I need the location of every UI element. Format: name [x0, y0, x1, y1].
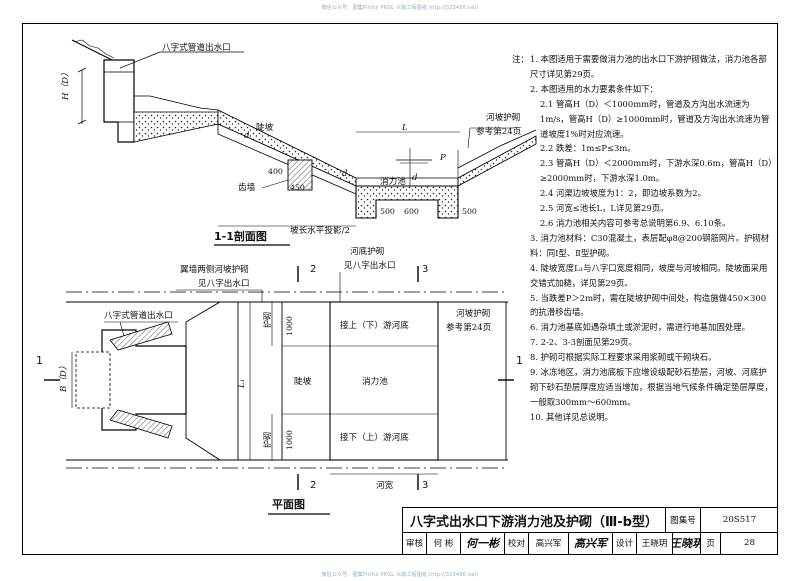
check-label: 校对	[504, 532, 528, 554]
label-d1: d	[412, 173, 418, 183]
review-signature: 何一彬	[460, 532, 504, 554]
atlas-number: 20S517	[700, 508, 778, 532]
sec3-bot: 3	[422, 480, 428, 491]
label-bd: B（D）	[58, 362, 69, 393]
label-river-protect-ref: 参考第24页	[476, 125, 522, 137]
sec1-right: 1	[516, 354, 523, 367]
note-item: 2.4 河渠边坡坡度为1：2，即边坡系数为2。	[540, 188, 706, 199]
drawing-title: 八字式出水口下游消力池及护砌（Ⅲ-b型）	[402, 508, 665, 532]
watermark-bottom: 微信公众号：图集PinYul PKGL 众赋工程图纸 http://323486…	[321, 572, 479, 578]
label-plan-pool: 消力池	[362, 375, 388, 387]
note-item: 8. 护砌可根据实际工程要求采用浆砌或干砌块石。	[530, 352, 717, 363]
note-item: 2.3 管高H（D）＜2000mm时，下游水深0.6m，管高H（D）≥2000m…	[540, 158, 773, 184]
note-item: 2. 本图适用的水力要素条件如下：	[530, 83, 658, 94]
review-label: 审核	[402, 532, 426, 554]
design-signature: 王晓玥	[672, 532, 700, 554]
label-river-bottom: 河底护砌	[350, 245, 384, 257]
check-name: 高兴军	[528, 532, 568, 554]
note-item: 2.2 跌差：1m≤P≤3m。	[540, 143, 636, 154]
design-label: 设计	[612, 532, 636, 554]
label-l1: L₁	[237, 379, 247, 389]
label-plan-slope: 陡坡	[294, 375, 312, 387]
design-name: 王晓玥	[636, 532, 672, 554]
sec3-top: 3	[422, 264, 428, 275]
label-plan-river-protect: 河坡护砌	[456, 307, 490, 319]
label-see-outlet2: 见八字出水口	[198, 277, 250, 289]
page-label: 页	[700, 532, 720, 554]
label-d3: d	[342, 169, 348, 179]
note-item: 10. 其他详见总说明。	[530, 411, 613, 422]
dim-1000b: 1000	[285, 430, 294, 450]
label-outlet: 八字式管道出水口	[162, 41, 231, 53]
notes-list: 1. 本图适用于需要做消力池的出水口下游护砌做法，消力池各部尺寸详见第29页。 2…	[512, 52, 774, 425]
label-P: P	[439, 153, 446, 163]
note-item: 2.5 河宽≤池长L，L详见第29页。	[540, 203, 669, 214]
drawing-frame	[22, 23, 778, 555]
plan-title: 平面图	[272, 498, 305, 511]
note-item: 9. 冰冻地区，消力池底板下应增设级配砂石垫层，河坡、河底护砌下砂石垫层厚度应适…	[530, 367, 773, 407]
note-item: 6. 消力池基底如遇杂填土或淤泥时，需进行地基加固处理。	[530, 322, 751, 333]
section-title: 1-1剖面图	[214, 229, 267, 243]
slope-lining	[217, 109, 357, 187]
note-item: 3. 消力池材料：C30混凝土，表层配φ8@200钢筋网片。护砌材料：同Ⅰ型、Ⅱ…	[530, 232, 770, 258]
dim-500a: 500	[380, 207, 395, 216]
dim-1000a: 1000	[285, 316, 294, 336]
note-item: 2.1 管高H（D）＜1000mm时，管道及方沟出水流速为1m/s，管高H（D）…	[540, 98, 770, 139]
label-hd: H（D）	[60, 68, 71, 101]
label-proj: 坡长水平投影/2	[290, 224, 350, 236]
label-L: L	[401, 123, 408, 133]
label-plan-river-protect-ref: 参考第24页	[446, 321, 492, 333]
sec2-top: 2	[310, 264, 316, 275]
label-slope: 陡坡	[256, 121, 274, 133]
atlas-label: 图集号	[665, 508, 700, 532]
label-river-width: 河宽	[376, 479, 394, 491]
note-item: 2.6 消力池相关内容可参考总说明第6.9、6.10条。	[540, 217, 731, 228]
label-protect-top: 护砌	[262, 312, 272, 328]
label-plan-outlet: 八字式管道出水口	[104, 309, 173, 321]
label-lower-river: 接下（上）游河底	[340, 431, 409, 443]
section-view: H（D） 八字式管道出水口 L P d d d 陡坡 消力池	[60, 39, 537, 246]
outlet-foundation	[133, 111, 219, 143]
label-river-protect: 河坡护砌	[486, 111, 520, 123]
river-slope-lining	[457, 135, 537, 187]
label-protect-bot: 护砌	[262, 432, 272, 448]
notes-label: 注：	[512, 54, 529, 64]
label-pool: 消力池	[380, 175, 406, 187]
toe-wall	[287, 159, 313, 191]
stilling-pool	[355, 185, 459, 219]
label-d2: d	[244, 131, 250, 141]
plan-view: 1 1 2 2 3 3 B（D） L₁ 护砌 1000 护砌 1000 接上（下…	[36, 245, 523, 515]
label-toe: 齿墙	[238, 181, 256, 193]
label-wing-wall: 翼墙两侧河坡护砌	[180, 263, 249, 275]
sec1-left: 1	[36, 354, 43, 367]
dim-600: 600	[404, 207, 419, 216]
label-upper-river: 接上（下）游河底	[340, 319, 409, 331]
dim-400: 400	[268, 167, 283, 176]
note-item: 1. 本图适用于需要做消力池的出水口下游护砌做法，消力池各部尺寸详见第29页。	[530, 54, 767, 79]
title-block: 八字式出水口下游消力池及护砌（Ⅲ-b型） 图集号 20S517 审核 何 彬 何…	[402, 507, 778, 555]
dim-500b: 500	[462, 207, 477, 216]
note-item: 7. 2-2、3-3剖面见第29页。	[530, 337, 637, 348]
review-name: 何 彬	[426, 532, 460, 554]
notes: 注： 1. 本图适用于需要做消力池的出水口下游护砌做法，消力池各部尺寸详见第29…	[512, 52, 774, 425]
label-see-outlet: 见八字出水口	[344, 259, 396, 271]
note-item: 5. 当跌差P＞2m时，需在陡坡护砌中间处，构造施做450×300的抗滑移齿墙。	[530, 292, 767, 318]
pipe-outlet	[75, 351, 111, 409]
sec2-bot: 2	[310, 480, 316, 491]
check-signature: 高兴军	[568, 532, 612, 554]
note-item: 4. 陡坡宽度L₁与八字口宽度相同，坡度与河坡相同。陡坡面采用交错式加糙，详见第…	[530, 262, 768, 288]
dim-450: 450	[290, 183, 305, 192]
watermark-top: 微信公众号：图集PinYul PKGL 众赋工程图纸 http://323486…	[321, 5, 479, 11]
page-number: 28	[720, 532, 778, 554]
